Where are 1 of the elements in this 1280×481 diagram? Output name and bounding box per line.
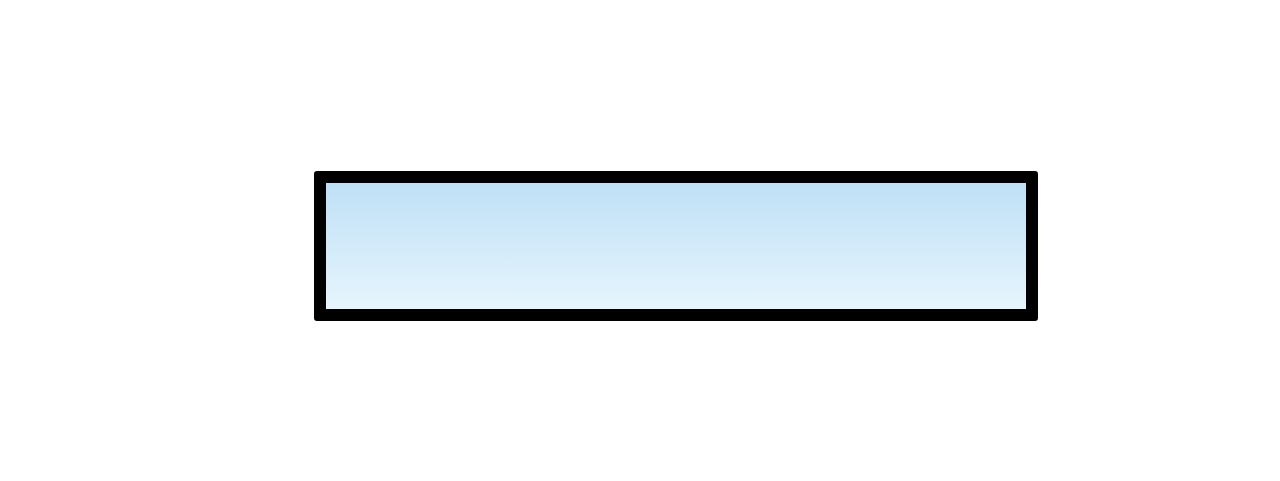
- empty-box: [314, 171, 1038, 321]
